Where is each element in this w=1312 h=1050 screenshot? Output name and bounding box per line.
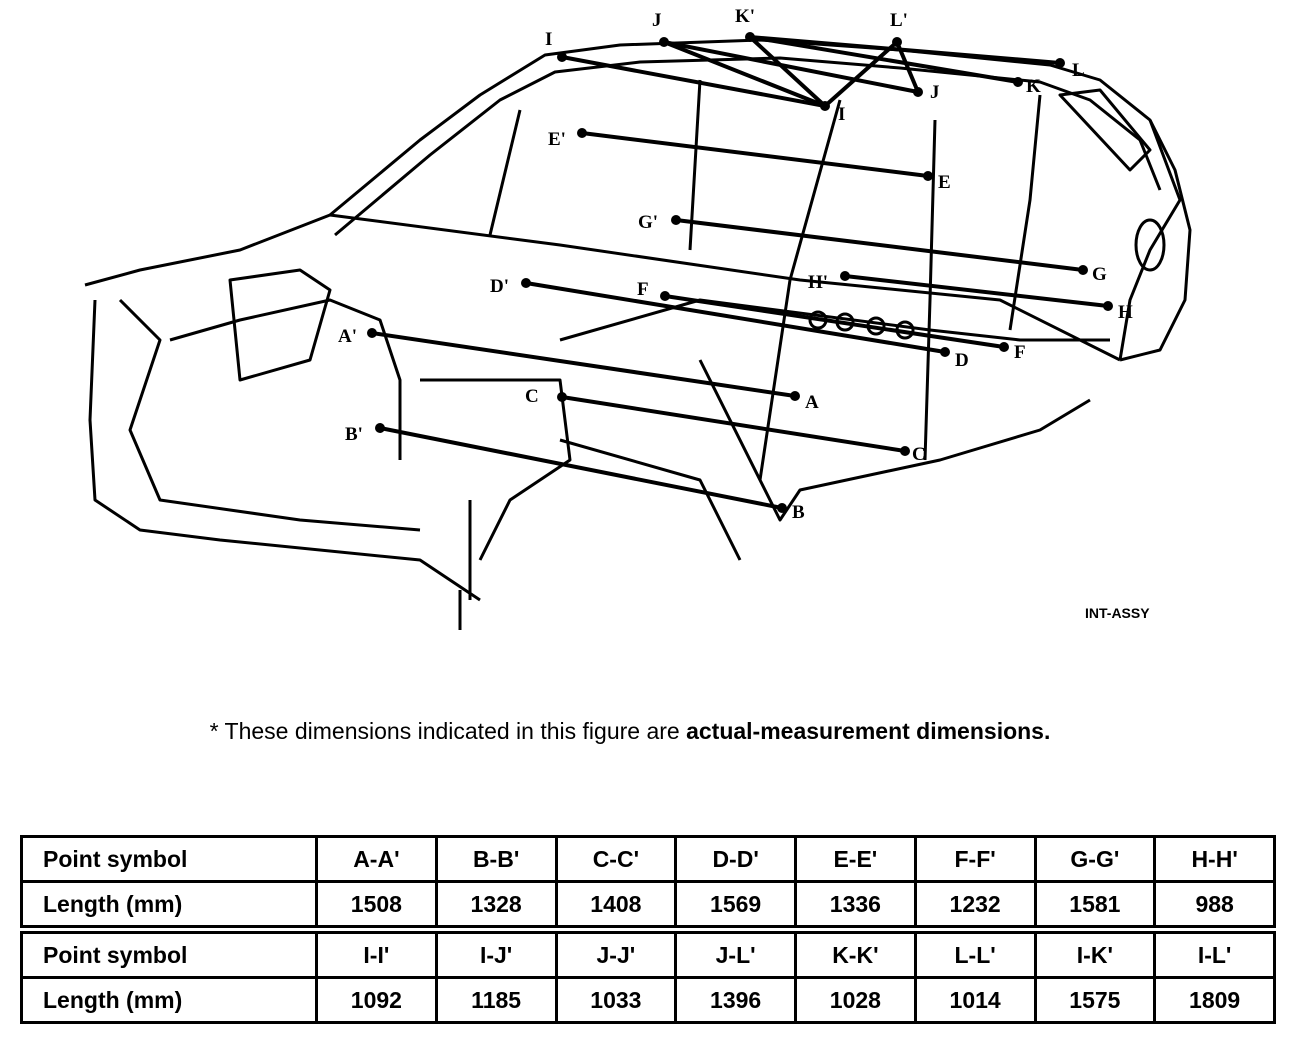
note-emphasis: actual-measurement dimensions. xyxy=(686,718,1051,744)
label-c-prime: C xyxy=(525,386,539,407)
table-cell: C-C' xyxy=(554,835,678,883)
table-cell: H-H' xyxy=(1153,835,1276,883)
dimension-table-1: Point symbol A-A' B-B' C-C' D-D' E-E' F-… xyxy=(20,835,1276,928)
table-cell: 1408 xyxy=(554,880,678,928)
table-cell: A-A' xyxy=(315,835,438,883)
car-body-frame-drawing: A' A B' B C C D' D E' E F F G' G H' H I … xyxy=(84,6,1192,630)
figure-code: INT-ASSY xyxy=(1085,605,1150,621)
table-cell: 1185 xyxy=(434,976,558,1024)
measurement-points xyxy=(367,32,1113,513)
label-i: I xyxy=(838,104,845,125)
label-f: F xyxy=(1014,342,1026,363)
row-header-point-symbol: Point symbol xyxy=(20,931,318,979)
row-header-point-symbol: Point symbol xyxy=(20,835,318,883)
table-cell: 1232 xyxy=(913,880,1037,928)
row-header-length: Length (mm) xyxy=(20,976,318,1024)
label-i-prime: I xyxy=(545,29,552,50)
table-cell: 1569 xyxy=(674,880,797,928)
table-cell: 1092 xyxy=(315,976,438,1024)
table-row-symbols: Point symbol I-I' I-J' J-J' J-L' K-K' L-… xyxy=(20,931,1276,979)
label-a-prime: A' xyxy=(338,326,357,347)
table-row-lengths: Length (mm) 1508 1328 1408 1569 1336 123… xyxy=(20,880,1276,928)
measurement-note: * These dimensions indicated in this fig… xyxy=(0,718,1260,745)
table-cell: F-F' xyxy=(913,835,1037,883)
label-f-prime: F xyxy=(637,279,649,300)
label-j-prime: J xyxy=(652,10,662,31)
label-b-prime: B' xyxy=(345,424,363,445)
table-cell: 1575 xyxy=(1033,976,1157,1024)
note-prefix: * These dimensions indicated in this fig… xyxy=(209,718,687,744)
table-cell: 1508 xyxy=(315,880,438,928)
table-cell: I-L' xyxy=(1153,931,1276,979)
label-j: J xyxy=(930,82,940,103)
table-cell: D-D' xyxy=(674,835,797,883)
body-outline xyxy=(84,38,1192,630)
label-g-prime: G' xyxy=(638,212,658,233)
label-e-prime: E' xyxy=(548,129,566,150)
table-cell: J-J' xyxy=(554,931,678,979)
label-k-prime: K' xyxy=(735,6,755,27)
table-cell: 1581 xyxy=(1033,880,1157,928)
point-labels: A' A B' B C C D' D E' E F F G' G H' H I … xyxy=(338,6,1133,523)
table-cell: B-B' xyxy=(434,835,558,883)
dimension-table-2: Point symbol I-I' I-J' J-J' J-L' K-K' L-… xyxy=(20,931,1276,1024)
table-cell: L-L' xyxy=(913,931,1037,979)
label-c: C xyxy=(912,444,926,465)
label-g: G xyxy=(1092,264,1107,285)
table-cell: 1336 xyxy=(794,880,917,928)
label-l: L xyxy=(1072,60,1085,81)
label-d-prime: D' xyxy=(490,276,509,297)
row-header-length: Length (mm) xyxy=(20,880,318,928)
table-cell: 1014 xyxy=(913,976,1037,1024)
table-cell: I-I' xyxy=(315,931,438,979)
table-cell: K-K' xyxy=(794,931,917,979)
label-h-prime: H' xyxy=(808,272,828,293)
label-e: E xyxy=(938,172,951,193)
label-d: D xyxy=(955,350,969,371)
table-cell: J-L' xyxy=(674,931,797,979)
table-cell: 1033 xyxy=(554,976,678,1024)
table-cell: E-E' xyxy=(794,835,917,883)
label-b: B xyxy=(792,502,805,523)
table-row-lengths: Length (mm) 1092 1185 1033 1396 1028 101… xyxy=(20,976,1276,1024)
label-k: K xyxy=(1026,76,1041,97)
table-row-symbols: Point symbol A-A' B-B' C-C' D-D' E-E' F-… xyxy=(20,835,1276,883)
body-dimension-diagram: A' A B' B C C D' D E' E F F G' G H' H I … xyxy=(84,6,1192,630)
measurement-lines xyxy=(371,35,1109,510)
table-cell: 988 xyxy=(1153,880,1276,928)
table-cell: 1028 xyxy=(794,976,917,1024)
table-cell: 1328 xyxy=(434,880,558,928)
table-cell: 1809 xyxy=(1153,976,1276,1024)
table-cell: G-G' xyxy=(1033,835,1157,883)
label-a: A xyxy=(805,392,819,413)
table-cell: 1396 xyxy=(674,976,797,1024)
label-l-prime: L' xyxy=(890,10,908,31)
table-cell: I-J' xyxy=(434,931,558,979)
table-cell: I-K' xyxy=(1033,931,1157,979)
label-h: H xyxy=(1118,302,1133,323)
